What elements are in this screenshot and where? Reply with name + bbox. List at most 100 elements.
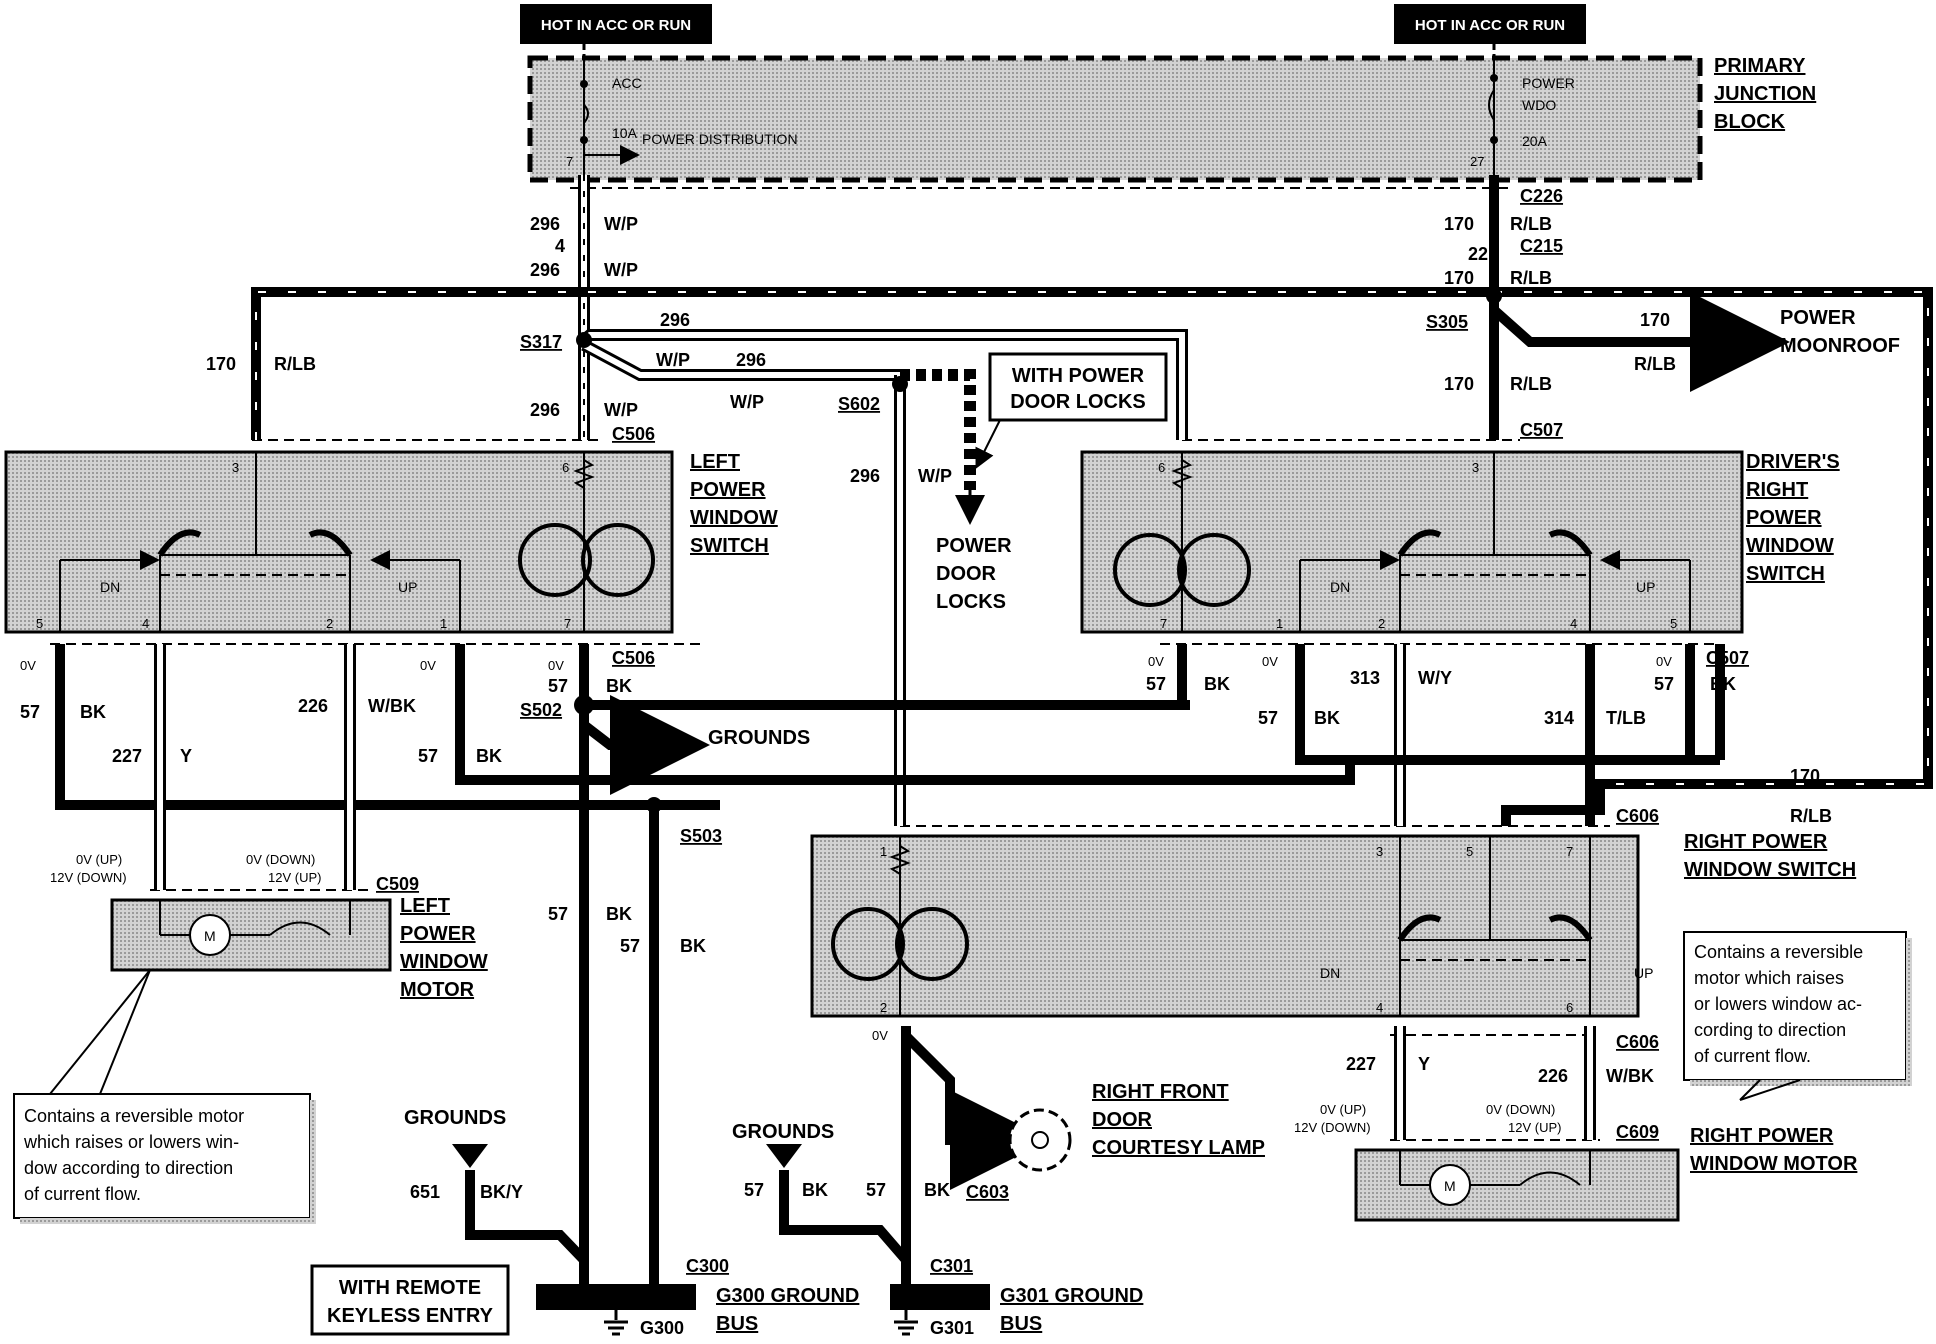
svg-text:DOOR: DOOR	[936, 563, 997, 585]
svg-text:GROUNDS: GROUNDS	[404, 1107, 506, 1129]
svg-text:WITH REMOTE: WITH REMOTE	[339, 1277, 481, 1299]
svg-text:POWER: POWER	[400, 923, 476, 945]
svg-text:0V (UP): 0V (UP)	[1320, 1102, 1366, 1117]
svg-text:227: 227	[112, 746, 142, 766]
with-power-door-locks-box: WITH POWER DOOR LOCKS	[975, 352, 1168, 469]
svg-text:5: 5	[1670, 616, 1677, 631]
svg-text:BK: BK	[1314, 708, 1340, 728]
svg-text:WITH POWER: WITH POWER	[1012, 365, 1145, 387]
svg-text:WINDOW SWITCH: WINDOW SWITCH	[1684, 859, 1856, 881]
right-power-window-switch: DN UP 1 3 5 7 2 4 6	[810, 834, 1653, 1018]
svg-text:Contains a reversible motor: Contains a reversible motor	[24, 1106, 244, 1126]
svg-text:W/BK: W/BK	[1606, 1066, 1654, 1086]
svg-text:Y: Y	[1418, 1054, 1430, 1074]
note-left-motor: Contains a reversible motor which raises…	[13, 969, 316, 1224]
svg-text:4: 4	[555, 236, 565, 256]
svg-text:Contains a reversible: Contains a reversible	[1694, 942, 1863, 962]
svg-text:12V (DOWN): 12V (DOWN)	[1294, 1120, 1371, 1135]
svg-text:12V (DOWN): 12V (DOWN)	[50, 870, 127, 885]
svg-text:0V: 0V	[20, 658, 36, 673]
svg-text:C215: C215	[1520, 236, 1563, 256]
splice-dots	[574, 288, 1502, 813]
svg-text:W/P: W/P	[604, 214, 638, 234]
wire-courtesy-lamp	[901, 1026, 1050, 1190]
svg-text:dow according to direction: dow according to direction	[24, 1158, 233, 1178]
svg-text:cording to direction: cording to direction	[1694, 1020, 1846, 1040]
svg-text:BUS: BUS	[1000, 1313, 1042, 1335]
hot-label-left: HOT IN ACC OR RUN	[520, 4, 712, 44]
svg-text:POWER: POWER	[1522, 75, 1575, 91]
svg-text:C509: C509	[376, 874, 419, 894]
right-power-window-motor: M	[1354, 1148, 1680, 1222]
svg-text:or lowers window ac-: or lowers window ac-	[1694, 994, 1862, 1014]
svg-text:GROUNDS: GROUNDS	[708, 727, 810, 749]
svg-text:SWITCH: SWITCH	[1746, 563, 1825, 585]
svg-text:7: 7	[566, 154, 573, 169]
g300-ground-bus	[536, 1284, 696, 1336]
svg-text:BK: BK	[80, 702, 106, 722]
svg-text:4: 4	[1376, 1000, 1383, 1015]
svg-text:2: 2	[326, 616, 333, 631]
svg-text:0V: 0V	[1262, 654, 1278, 669]
svg-text:BK/Y: BK/Y	[480, 1182, 523, 1202]
svg-text:M: M	[1444, 1178, 1456, 1194]
svg-text:57: 57	[744, 1180, 764, 1200]
svg-text:0V (UP): 0V (UP)	[76, 852, 122, 867]
svg-text:HOT IN ACC OR RUN: HOT IN ACC OR RUN	[541, 17, 691, 34]
svg-text:1: 1	[880, 844, 887, 859]
note-right-motor: Contains a reversible motor which raises…	[1683, 931, 1912, 1101]
svg-text:S602: S602	[838, 394, 880, 414]
g301-ground-bus	[890, 1284, 990, 1336]
svg-text:6: 6	[562, 460, 569, 475]
svg-text:GROUNDS: GROUNDS	[732, 1121, 834, 1143]
svg-text:2: 2	[1378, 616, 1385, 631]
svg-text:S305: S305	[1426, 312, 1468, 332]
svg-text:BK: BK	[680, 936, 706, 956]
svg-text:HOT IN ACC OR RUN: HOT IN ACC OR RUN	[1415, 17, 1565, 34]
svg-text:R/LB: R/LB	[1634, 354, 1676, 374]
with-remote-keyless-box: WITH REMOTE KEYLESS ENTRY	[310, 1264, 510, 1336]
svg-text:S317: S317	[520, 332, 562, 352]
svg-text:12V (UP): 12V (UP)	[1508, 1120, 1561, 1135]
svg-text:W/Y: W/Y	[1418, 668, 1452, 688]
svg-text:170: 170	[1444, 374, 1474, 394]
svg-text:motor which raises: motor which raises	[1694, 968, 1844, 988]
svg-text:C606: C606	[1616, 806, 1659, 826]
svg-text:57: 57	[1258, 708, 1278, 728]
svg-text:22: 22	[1468, 244, 1488, 264]
svg-text:12V (UP): 12V (UP)	[268, 870, 321, 885]
svg-text:3: 3	[232, 460, 239, 475]
svg-text:170: 170	[1790, 766, 1820, 786]
svg-text:57: 57	[1654, 674, 1674, 694]
svg-text:C506: C506	[612, 424, 655, 444]
svg-text:G301 GROUND: G301 GROUND	[1000, 1285, 1143, 1307]
svg-text:W/P: W/P	[656, 350, 690, 370]
drivers-right-power-window-switch: DN UP 6 3 7 1 2 4 5	[1080, 450, 1744, 634]
svg-text:R/LB: R/LB	[1510, 374, 1552, 394]
wire-grounds-g301	[779, 1170, 910, 1264]
svg-text:JUNCTION: JUNCTION	[1714, 83, 1816, 105]
svg-text:1: 1	[440, 616, 447, 631]
svg-text:which raises or lowers win-: which raises or lowers win-	[23, 1132, 239, 1152]
svg-text:POWER: POWER	[1746, 507, 1822, 529]
svg-text:KEYLESS ENTRY: KEYLESS ENTRY	[327, 1305, 494, 1327]
svg-text:296: 296	[850, 466, 880, 486]
svg-text:BK: BK	[606, 904, 632, 924]
svg-text:7: 7	[564, 616, 571, 631]
svg-text:UP: UP	[1634, 965, 1653, 981]
left-power-window-switch: DN UP 3 6 5 4 2 1 7	[4, 450, 674, 634]
svg-text:C226: C226	[1520, 186, 1563, 206]
svg-text:BK: BK	[1710, 674, 1736, 694]
svg-text:DN: DN	[100, 579, 120, 595]
svg-text:6: 6	[1158, 460, 1165, 475]
primary-junction-block: ACC 10A POWER DISTRIBUTION 7 POWER WDO 2…	[527, 55, 1816, 183]
svg-text:WINDOW: WINDOW	[1746, 535, 1834, 557]
svg-text:BK: BK	[802, 1180, 828, 1200]
svg-text:Y: Y	[180, 746, 192, 766]
wire-labels: 296 4 296 W/P W/P 296 W/P 296 W/P 296 W/…	[20, 214, 1900, 1202]
connector-lines	[50, 187, 1720, 1141]
svg-text:C300: C300	[686, 1256, 729, 1276]
svg-text:POWER: POWER	[690, 479, 766, 501]
ground-symbol-g301	[766, 1144, 802, 1168]
